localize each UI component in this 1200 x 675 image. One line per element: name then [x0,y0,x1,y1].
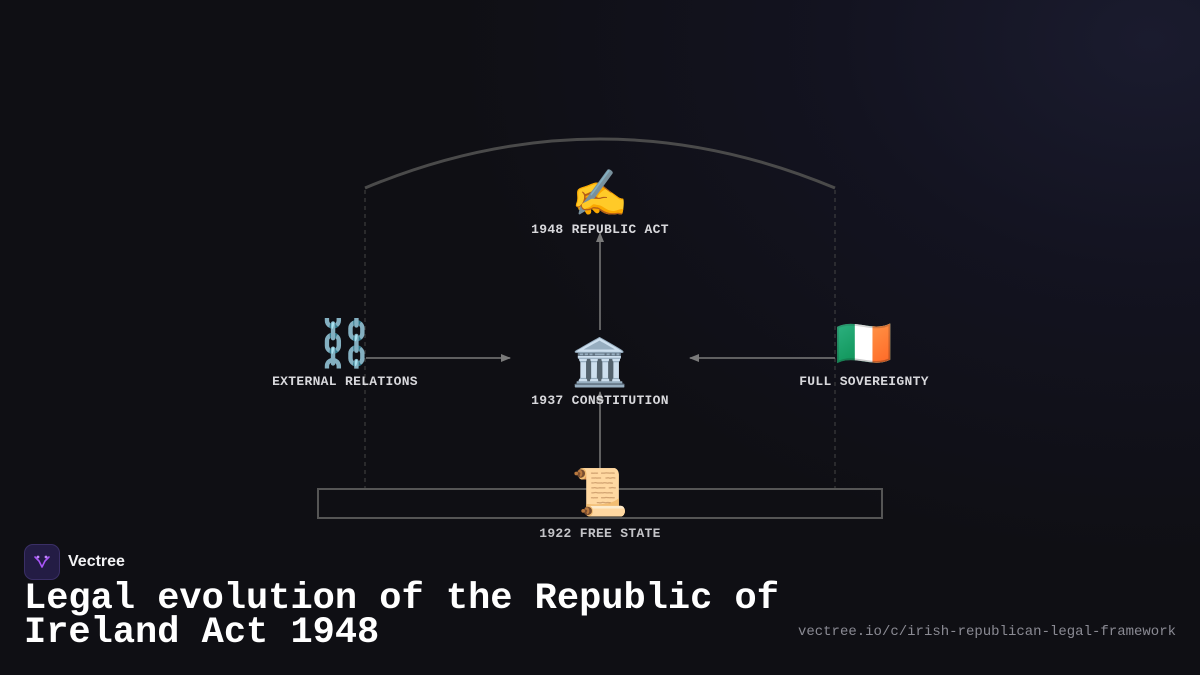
foundation-box [317,488,883,519]
dome-arc [364,137,836,190]
node-full-sovereignty: 🇮🇪 FULL SOVEREIGNTY [764,318,964,389]
page-title: Legal evolution of the Republic of Irela… [24,578,779,654]
chains-icon: ⛓️ [316,316,374,370]
writing-hand-icon: ✍️ [571,166,629,220]
node-label: 1948 REPUBLIC ACT [531,222,669,237]
brand: Vectree [24,544,125,580]
node-label: 1937 CONSTITUTION [531,393,669,408]
node-free-state: 📜 1922 FREE STATE [500,467,700,541]
node-constitution: 🏛️ 1937 CONSTITUTION [500,337,700,408]
source-url[interactable]: vectree.io/c/irish-republican-legal-fram… [797,624,1176,640]
node-external-relations: ⛓️ EXTERNAL RELATIONS [245,318,445,389]
vectree-logo-icon [24,544,60,580]
node-label: FULL SOVEREIGNTY [799,374,929,389]
classical-building-icon: 🏛️ [571,335,629,389]
node-label: 1922 FREE STATE [539,526,661,541]
scroll-icon: 📜 [571,465,629,519]
brand-name: Vectree [68,553,125,570]
ireland-flag-icon: 🇮🇪 [835,316,893,370]
node-republic-act: ✍️ 1948 REPUBLIC ACT [500,168,700,237]
node-label: EXTERNAL RELATIONS [272,374,418,389]
